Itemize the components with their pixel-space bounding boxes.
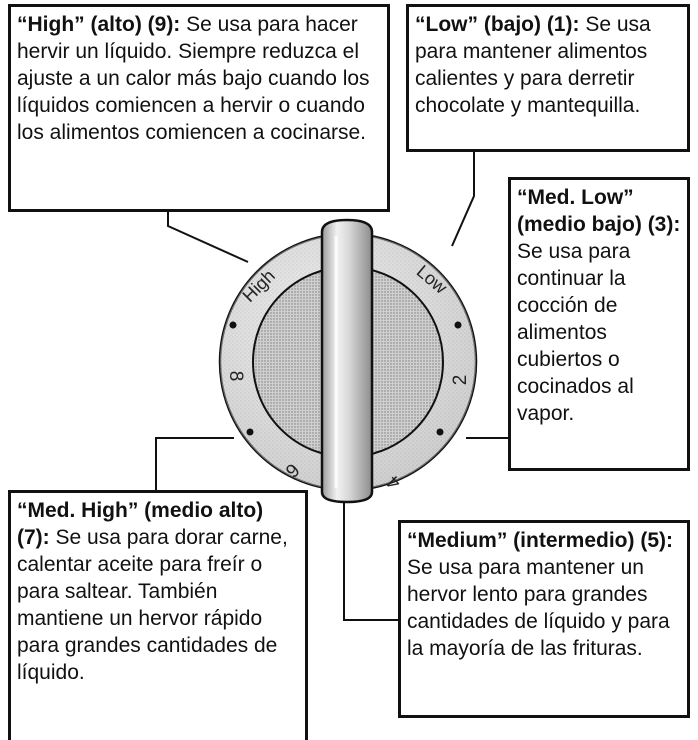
leader-line-medium [343, 496, 398, 621]
dial-dot-5 [436, 428, 444, 436]
callout-low-text: Se usa para mantener alimentos calientes… [415, 13, 651, 117]
callout-low: “Low” (bajo) (1): Se usa para mantener a… [406, 4, 690, 152]
leader-line-high [167, 212, 249, 263]
leader-line-med-high [155, 437, 234, 490]
knob-grip [320, 218, 374, 504]
callout-med-low-text: Se usa para continuar la cocción de alim… [517, 240, 634, 425]
callout-med-high-text: Se usa para dorar carne, calentar aceite… [17, 526, 288, 684]
callout-low-title: “Low” (bajo) (1): [415, 13, 580, 36]
callout-high-text: Se usa para hacer hervir un líquido. Sie… [17, 13, 370, 144]
dial-dot-9 [229, 321, 237, 329]
callout-high: “High” (alto) (9): Se usa para hacer her… [8, 4, 390, 212]
callout-high-title: “High” (alto) (9): [17, 13, 181, 36]
callout-med-low: “Med. Low” (medio bajo) (3): Se usa para… [508, 177, 690, 471]
dial-dot-7 [246, 428, 254, 436]
callout-med-high-title: “Med. High” (medio alto) [17, 499, 264, 522]
callout-med-high-setting: (7): [17, 526, 50, 549]
dial-label-2: 2 [450, 375, 471, 386]
callout-medium-text: Se usa para mantener un hervor lento par… [407, 556, 670, 660]
callout-med-low-title: “Med. Low” (medio bajo) [517, 186, 642, 236]
dial-label-8: 8 [225, 371, 246, 382]
callout-medium-title: “Medium” (intermedio) [407, 529, 635, 552]
callout-med-low-setting: (3): [647, 213, 681, 236]
callout-medium-setting: (5): [640, 529, 674, 552]
leader-line-low [451, 152, 475, 247]
dial-dot-3 [454, 321, 462, 329]
callout-med-high: “Med. High” (medio alto) (7): Se usa par… [8, 490, 308, 740]
callout-medium: “Medium” (intermedio) (5): Se usa para m… [398, 520, 690, 718]
